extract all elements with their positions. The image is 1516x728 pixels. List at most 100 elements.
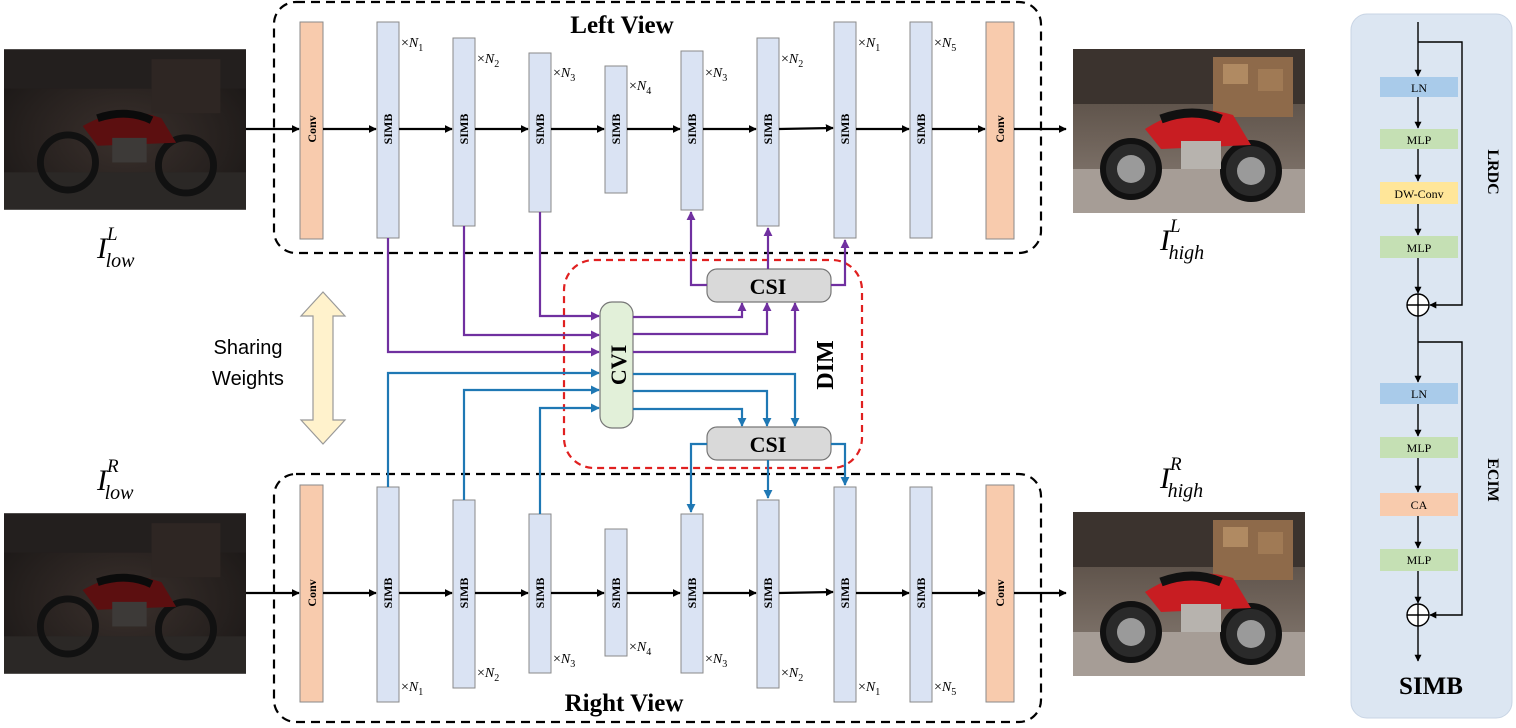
cvi-block (599, 301, 634, 429)
cvi-label: CVI (606, 345, 631, 385)
mlp-block (1380, 437, 1458, 458)
output-image-right (1073, 512, 1305, 676)
sharing-label-line1: Sharing (214, 337, 283, 359)
simb-block (680, 50, 704, 211)
simb-label: SIMB (533, 114, 547, 145)
input-image-left (4, 49, 246, 209)
block-label: DW-Conv (1394, 187, 1443, 201)
conv-block (985, 484, 1015, 703)
block-label: MLP (1407, 133, 1432, 147)
lrdc-section: LN MLP DW-Conv MLP LRDC (1380, 22, 1501, 317)
simb-label: SIMB (685, 578, 699, 609)
conv-block (985, 21, 1015, 240)
left-view-container (272, 0, 1043, 255)
mlp-block (1380, 129, 1458, 149)
ecim-section: LN MLP CA MLP ECIM (1380, 316, 1501, 662)
simb-block (909, 486, 933, 703)
conv-label: Conv (993, 115, 1007, 142)
simb-label: SIMB (761, 114, 775, 145)
simb-label: SIMB (838, 114, 852, 145)
simb-block (833, 486, 857, 703)
cvi-to-csi-top-connectors (633, 302, 800, 354)
input-image-right (4, 513, 246, 673)
conv-block (299, 21, 324, 240)
right-to-cvi-connectors (386, 368, 600, 514)
lrdc-label: LRDC (1484, 149, 1501, 194)
simb-label: SIMB (838, 578, 852, 609)
output-image-left (1073, 49, 1305, 213)
ln-block (1380, 77, 1458, 97)
repeat-label: ×N2 (477, 666, 499, 684)
cvi-to-csi-bottom-connectors (633, 372, 800, 427)
mlp-block (1380, 549, 1458, 571)
repeat-label: ×N3 (553, 652, 575, 670)
block-label: LN (1411, 81, 1427, 95)
repeat-label: ×N3 (553, 66, 575, 84)
repeat-label: ×N1 (858, 680, 880, 698)
repeat-label: ×N3 (705, 66, 727, 84)
left-to-cvi-connectors (386, 212, 600, 357)
repeat-label: ×N2 (781, 666, 803, 684)
ln-block (1380, 383, 1458, 404)
repeat-label: ×N1 (401, 680, 423, 698)
repeat-label: ×N4 (629, 79, 651, 97)
right-view-container (272, 472, 1043, 724)
block-label: MLP (1407, 553, 1432, 567)
residual-connection (1418, 41, 1463, 309)
dim-label: DIM (813, 340, 839, 389)
simb-label: SIMB (914, 114, 928, 145)
simb-label: SIMB (533, 578, 547, 609)
residual-connection (1418, 341, 1463, 619)
repeat-label: ×N2 (781, 52, 803, 70)
simb-label: SIMB (381, 578, 395, 609)
double-arrow-icon (299, 291, 347, 445)
simb-label: SIMB (457, 578, 471, 609)
right-view-title: Right View (565, 690, 684, 717)
ca-block (1380, 493, 1458, 516)
simb-block (756, 499, 780, 689)
simb-block (756, 37, 780, 227)
simb-label: SIMB (914, 578, 928, 609)
ecim-label: ECIM (1484, 458, 1501, 502)
simb-label: SIMB (609, 114, 623, 145)
simb-label: SIMB (609, 578, 623, 609)
repeat-label: ×N2 (477, 52, 499, 70)
csi-to-left-view-connectors (686, 211, 850, 287)
repeat-label: ×N3 (705, 652, 727, 670)
conv-label: Conv (305, 115, 319, 142)
block-label: CA (1411, 498, 1428, 512)
block-label: MLP (1407, 241, 1432, 255)
block-label: LN (1411, 387, 1427, 401)
left-view-title: Left View (570, 12, 673, 39)
simb-label: SIMB (381, 114, 395, 145)
sharing-label-line2: Weights (212, 368, 284, 390)
conv-label: Conv (993, 579, 1007, 606)
right-pipeline: Conv SIMB SIMB SIMB SIMB SIMB SIMB SIMB … (246, 484, 1067, 703)
repeat-label: ×N5 (934, 680, 956, 698)
repeat-label: ×N1 (858, 36, 880, 54)
simb-detail-panel (1350, 13, 1513, 719)
simb-label: SIMB (761, 578, 775, 609)
left-repeat-labels: ×N1 ×N2 ×N3 ×N4 ×N3 ×N2 ×N1 ×N5 (401, 36, 956, 97)
mlp-block (1380, 236, 1458, 258)
add-icon (1406, 293, 1430, 317)
conv-label: Conv (305, 579, 319, 606)
csi-to-right-view-connectors (686, 442, 850, 513)
right-repeat-labels: ×N1 ×N2 ×N3 ×N4 ×N3 ×N2 ×N1 ×N5 (401, 640, 956, 698)
add-icon (1406, 603, 1430, 627)
csi-label: CSI (750, 432, 787, 457)
block-label: MLP (1407, 441, 1432, 455)
simb-label: SIMB (457, 114, 471, 145)
csi-label: CSI (750, 274, 787, 299)
simb-label: SIMB (685, 114, 699, 145)
left-pipeline: Conv SIMB SIMB SIMB SIMB SIMB SIMB SIMB … (246, 21, 1067, 240)
dwconv-block (1380, 182, 1458, 204)
repeat-label: ×N4 (629, 640, 651, 658)
repeat-label: ×N1 (401, 36, 423, 54)
repeat-label: ×N5 (934, 36, 956, 54)
